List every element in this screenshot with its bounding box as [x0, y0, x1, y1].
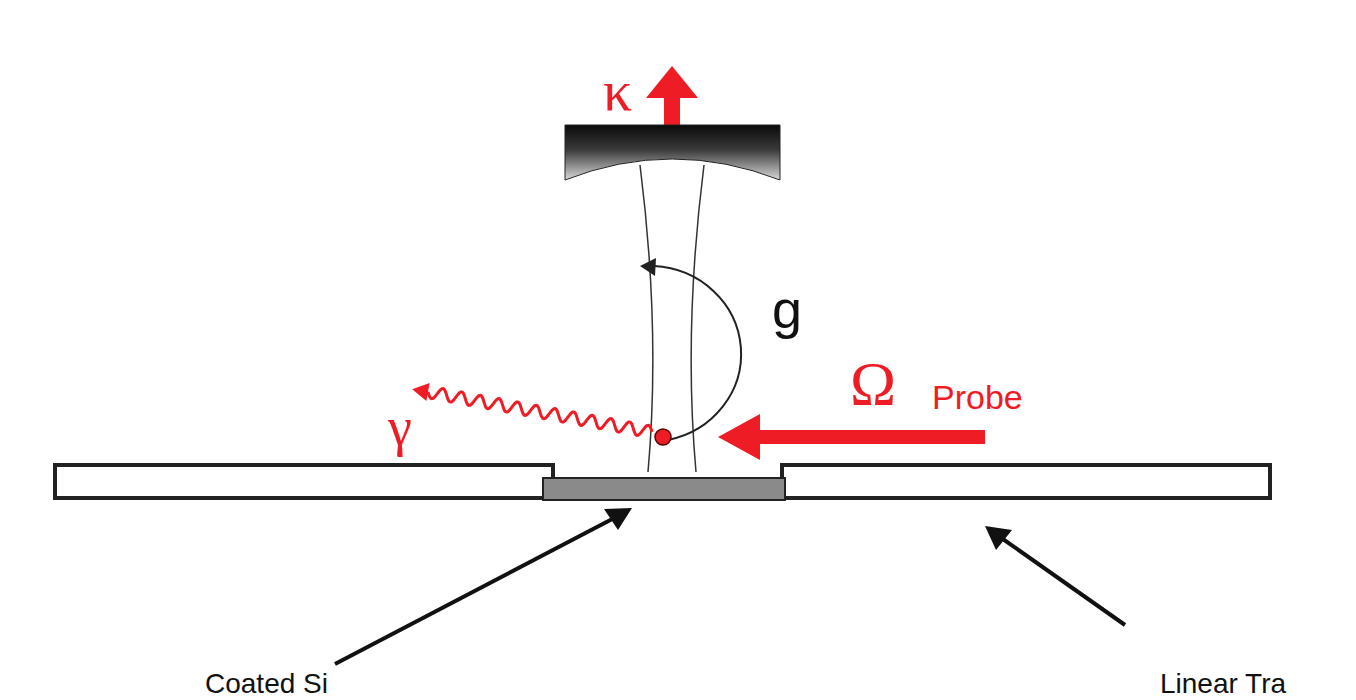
trap-plate — [782, 465, 1270, 498]
atom — [655, 429, 671, 445]
part-label: Linear Tra — [1160, 668, 1286, 700]
rabi-frequency-label: Ω — [850, 348, 896, 419]
emission-arrowhead — [412, 383, 429, 401]
emission-wave — [428, 389, 652, 436]
output-arrow — [646, 66, 698, 126]
leader-line — [1000, 537, 1125, 625]
coupling-arc — [654, 266, 741, 440]
probe-label: Probe — [932, 378, 1023, 417]
part-label: Coated Si — [205, 668, 328, 700]
cavity-mirror — [565, 125, 780, 180]
probe-arrow — [718, 414, 985, 460]
coupling-arrowhead — [640, 258, 656, 276]
leader-line — [335, 516, 618, 664]
coupling-rate-label: κ — [603, 58, 632, 125]
decay-rate-label: γ — [388, 396, 412, 458]
leader-arrowhead — [985, 526, 1012, 550]
coated-si-chip — [543, 478, 785, 500]
trap-plate — [55, 465, 553, 498]
coupling-label: g — [772, 278, 802, 340]
leader-arrowhead — [604, 508, 632, 530]
